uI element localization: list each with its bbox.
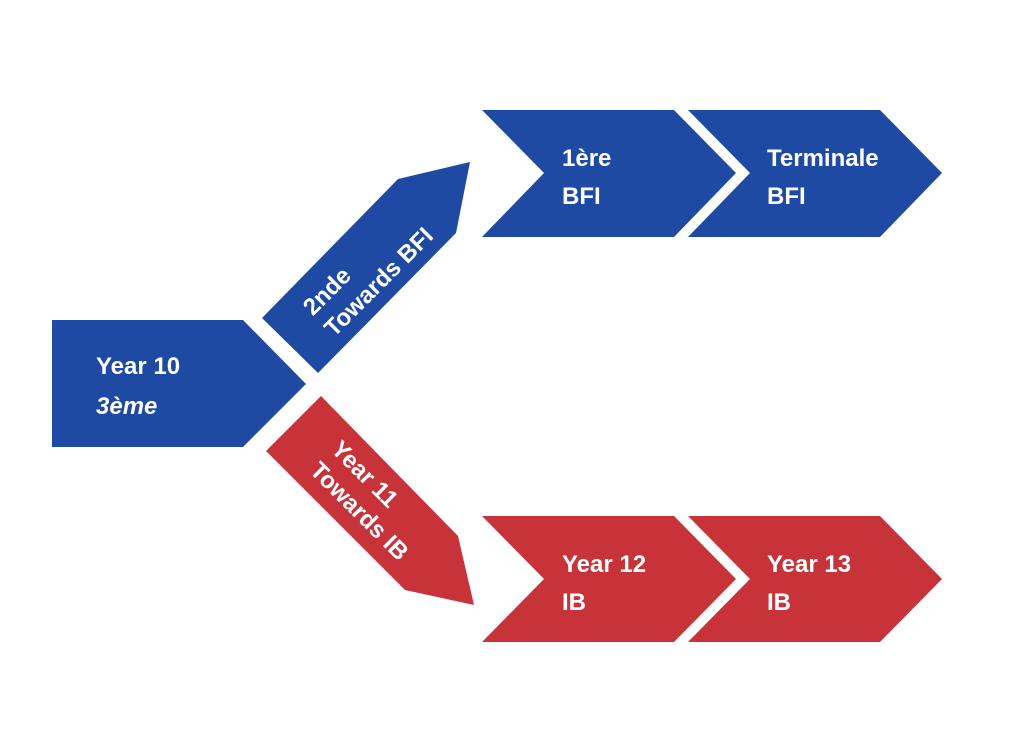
year12-chevron-shape [482, 516, 736, 642]
premiere-chevron-shape [482, 110, 736, 237]
node-premiere: 1ère BFI [482, 110, 736, 237]
year10-label-line2: 3ème [96, 393, 157, 420]
node-year12: Year 12 IB [482, 516, 736, 642]
node-year13: Year 13 IB [688, 516, 942, 642]
node-second: 2nde Towards BFI [262, 162, 470, 373]
premiere-label-line1: 1ère [562, 145, 611, 172]
node-year10: Year 10 3ème [52, 320, 306, 447]
year13-chevron-shape [688, 516, 942, 642]
premiere-label-line2: BFI [562, 183, 601, 210]
node-terminale: Terminale BFI [688, 110, 942, 237]
year12-label-line1: Year 12 [562, 551, 646, 578]
year10-arrow-shape [52, 320, 306, 447]
year10-label-line1: Year 10 [96, 353, 180, 380]
terminale-label-line1: Terminale [767, 145, 879, 172]
year13-label-line1: Year 13 [767, 551, 851, 578]
year11-arrow-shape [266, 396, 474, 605]
node-year11: Year 11 Towards IB [266, 396, 474, 605]
terminale-label-line2: BFI [767, 183, 806, 210]
terminale-chevron-shape [688, 110, 942, 237]
year12-label-line2: IB [562, 589, 586, 616]
year13-label-line2: IB [767, 589, 791, 616]
second-arrow-shape [262, 162, 470, 373]
